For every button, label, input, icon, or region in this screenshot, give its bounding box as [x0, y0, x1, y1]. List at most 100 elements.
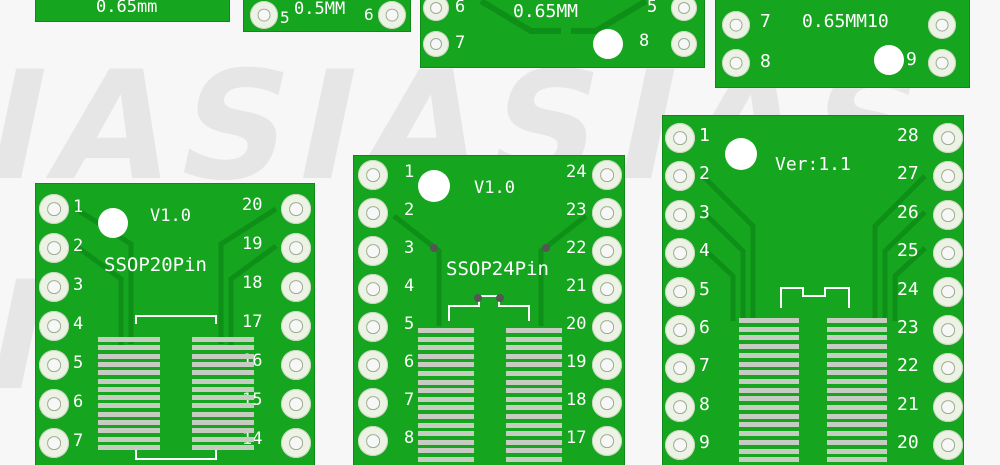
solder-pad — [665, 430, 695, 461]
pin-label: 5 — [699, 278, 710, 300]
board-name-label: SSOP20Pin — [104, 254, 207, 276]
fine-pitch-pad — [98, 353, 160, 359]
fine-pitch-pad — [506, 422, 562, 428]
fine-pitch-pad — [192, 395, 254, 401]
fine-pitch-pad — [739, 422, 799, 428]
solder-pad — [358, 312, 388, 342]
board-label: 0.65MM — [513, 1, 579, 22]
solder-pad — [592, 274, 622, 304]
pin-label: 7 — [455, 33, 466, 53]
solder-pad — [39, 272, 69, 302]
pin-label: 5 — [647, 0, 658, 17]
fine-pitch-pad — [506, 414, 562, 419]
fine-pitch-pad — [739, 361, 799, 367]
fine-pitch-pad — [739, 318, 799, 323]
fine-pitch-pad — [506, 379, 562, 385]
copper-traces — [701, 174, 927, 321]
fine-pitch-pad — [827, 448, 887, 454]
fine-pitch-pad — [739, 344, 799, 350]
fine-pitch-pad — [192, 428, 254, 434]
pin-label: 2 — [73, 236, 84, 256]
solder-pad — [592, 160, 622, 190]
pin-label: 21 — [897, 393, 919, 415]
pin-label: 7 — [760, 11, 771, 32]
solder-pad — [358, 388, 388, 418]
solder-pad — [39, 389, 69, 419]
pin-label: 3 — [73, 275, 84, 295]
pin-label: 18 — [566, 390, 587, 410]
solder-pad — [39, 350, 69, 380]
solder-pad — [592, 426, 622, 456]
fine-pitch-pad — [827, 318, 887, 323]
fine-pitch-pad — [418, 396, 474, 402]
pin-label: 28 — [897, 125, 919, 146]
pin-label: 26 — [897, 201, 919, 223]
fine-pitch-pad — [98, 436, 160, 442]
fine-pitch-pad — [506, 345, 562, 351]
solder-pad — [281, 350, 311, 380]
pin-label: 8 — [699, 393, 710, 415]
fine-pitch-pad — [98, 428, 160, 434]
pin-label: 6 — [404, 352, 415, 372]
fine-pitch-pad — [192, 370, 254, 376]
fine-pitch-pad — [739, 396, 799, 402]
solder-pad — [423, 31, 449, 57]
fine-pitch-pad — [506, 371, 562, 376]
fine-pitch-pad — [827, 387, 887, 393]
fine-pitch-pad — [827, 344, 887, 350]
pin-label: 24 — [897, 278, 919, 300]
solder-pad — [378, 1, 406, 29]
solder-pad — [671, 0, 697, 21]
fine-pitch-pad — [739, 335, 799, 341]
pin-label: 9 — [906, 49, 917, 70]
fine-pitch-pad — [192, 337, 254, 342]
fine-pitch-pad — [418, 371, 474, 376]
via — [542, 244, 550, 252]
copper-traces — [392, 214, 588, 326]
solder-pad — [281, 389, 311, 419]
solder-pad — [39, 311, 69, 341]
pcb-board-top-2: 0.5MM 5 6 — [243, 0, 411, 32]
fine-pitch-pad — [506, 457, 562, 462]
fine-pitch-pad — [192, 436, 254, 442]
pin-label: 20 — [242, 195, 263, 215]
fine-pitch-pad — [418, 422, 474, 428]
solder-pad — [281, 194, 311, 224]
solder-pad — [358, 236, 388, 266]
copper-traces — [479, 0, 648, 34]
pcb-board-top-3: 6 5 7 8 0.65MM — [420, 0, 705, 68]
solder-pad — [592, 350, 622, 380]
solder-pad — [592, 312, 622, 342]
pin-label: 1 — [73, 197, 84, 217]
fine-pitch-pad — [192, 353, 254, 359]
fine-pitch-pad — [98, 386, 160, 392]
fine-pitch-pad — [506, 362, 562, 368]
pin-label: 1 — [404, 162, 415, 182]
fine-pitch-pad — [827, 370, 887, 376]
pin-label: 8 — [404, 428, 415, 448]
via — [496, 294, 504, 302]
fine-pitch-pad — [192, 411, 254, 417]
pin-label: 6 — [364, 5, 374, 24]
pin-label: 23 — [897, 317, 919, 338]
pin-label: 22 — [897, 355, 919, 377]
solder-pad — [933, 353, 963, 384]
pin-label: 19 — [242, 234, 263, 254]
fine-pitch-pad — [418, 336, 474, 342]
board-name-label: SSOP24Pin — [446, 258, 549, 280]
pin-label: 7 — [404, 390, 415, 410]
fine-pitch-pad — [98, 420, 160, 425]
solder-pad — [933, 161, 963, 192]
solder-pad — [39, 428, 69, 458]
fine-pitch-pad — [506, 396, 562, 402]
mounting-hole — [725, 138, 757, 170]
pin-label: 6 — [455, 0, 466, 17]
fine-pitch-pad — [192, 444, 254, 450]
solder-pad — [281, 272, 311, 302]
pin-label: 21 — [566, 276, 587, 296]
fine-pitch-pad — [98, 395, 160, 401]
board-label: 0.65mm — [96, 0, 158, 17]
